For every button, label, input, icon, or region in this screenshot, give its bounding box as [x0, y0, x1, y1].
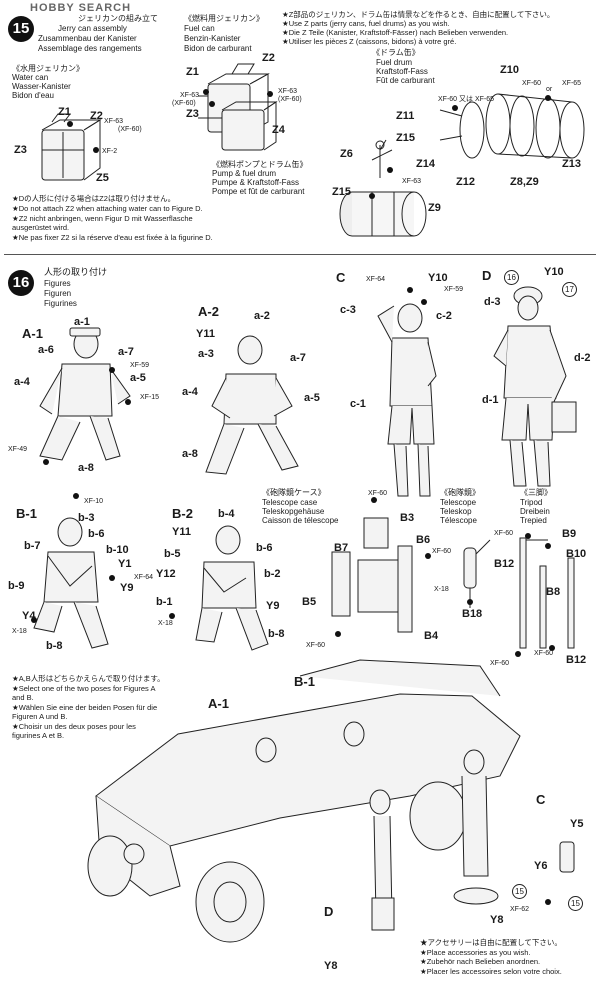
figure-d-drawing: [493, 286, 577, 487]
step-16-section: 16 人形の取り付け Figures Figuren Figurines: [0, 256, 600, 990]
figure-a1-drawing: [39, 327, 131, 461]
step-15-section: 15 HOBBY SEARCH ジェリカンの組み立て Jerry can ass…: [0, 0, 600, 252]
figure-c-drawing: [377, 303, 437, 497]
telescope-case-drawing: [331, 517, 413, 633]
step-number-16: 16: [8, 270, 34, 296]
section-divider: [4, 254, 596, 255]
exploded-drum-drawing: [439, 93, 585, 159]
vehicle-drawing: [87, 659, 575, 943]
figure-a2-drawing: [205, 335, 299, 475]
step-number-15: 15: [8, 16, 34, 42]
watermark: HOBBY SEARCH: [30, 2, 132, 14]
water-can-drawing: [41, 113, 102, 181]
step-15-drawings: [41, 63, 585, 237]
telescope-drawing: [463, 539, 491, 608]
figure-b1-drawing: [33, 517, 109, 649]
tripod-drawing: [519, 537, 575, 649]
pump-drum-drawing: [339, 139, 427, 237]
fuel-can-drawing: [198, 63, 278, 151]
figure-b2-drawing: [195, 525, 269, 651]
step-16-drawings: [31, 286, 577, 943]
